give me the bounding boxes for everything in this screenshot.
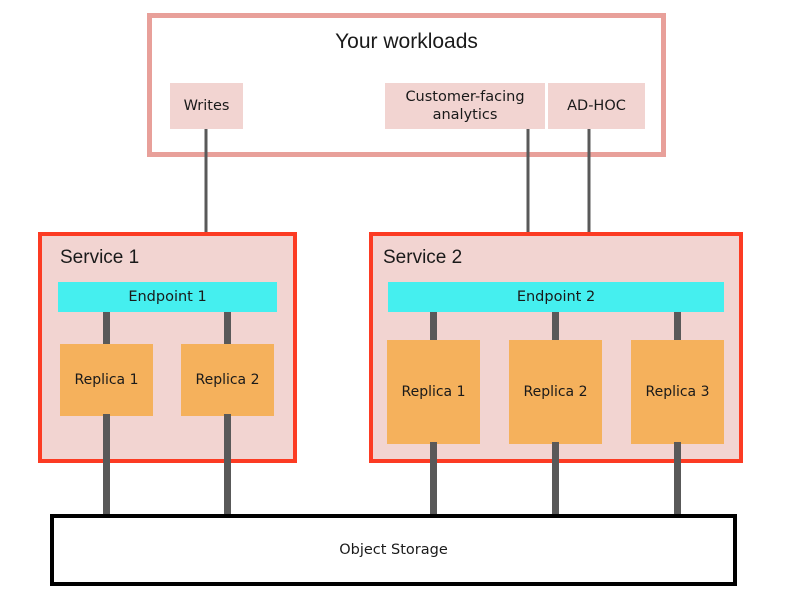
- endpoint-1[interactable]: Endpoint 1: [58, 282, 277, 312]
- service-2-replica-1[interactable]: Replica 1: [387, 340, 480, 444]
- connector-s2-replica3-storage: [674, 442, 681, 516]
- service-2-replica-3[interactable]: Replica 3: [631, 340, 724, 444]
- service-1-replica-1[interactable]: Replica 1: [60, 344, 153, 416]
- service-title-2: Service 2: [383, 247, 463, 268]
- connector-endpoint2-replica3: [674, 312, 681, 342]
- connector-s2-replica1-storage: [430, 442, 437, 516]
- connector-endpoint1-replica1: [103, 312, 110, 346]
- connector-s1-replica2-storage: [224, 414, 231, 516]
- connector-endpoint2-replica1: [430, 312, 437, 342]
- workload-chip-ad-hoc[interactable]: AD-HOC: [548, 83, 645, 129]
- service-title-1: Service 1: [60, 247, 140, 268]
- connector-s2-replica2-storage: [552, 442, 559, 516]
- service-2-replica-2[interactable]: Replica 2: [509, 340, 602, 444]
- workload-chip-writes[interactable]: Writes: [170, 83, 243, 129]
- connector-s1-replica1-storage: [103, 414, 110, 516]
- workloads-title: Your workloads: [335, 30, 478, 53]
- connector-endpoint2-replica2: [552, 312, 559, 342]
- endpoint-2[interactable]: Endpoint 2: [388, 282, 724, 312]
- service-1-replica-2[interactable]: Replica 2: [181, 344, 274, 416]
- connector-endpoint1-replica2: [224, 312, 231, 346]
- workload-chip-customer-facing-analytics[interactable]: Customer-facing analytics: [385, 83, 545, 129]
- object-storage-container[interactable]: Object Storage: [50, 514, 737, 586]
